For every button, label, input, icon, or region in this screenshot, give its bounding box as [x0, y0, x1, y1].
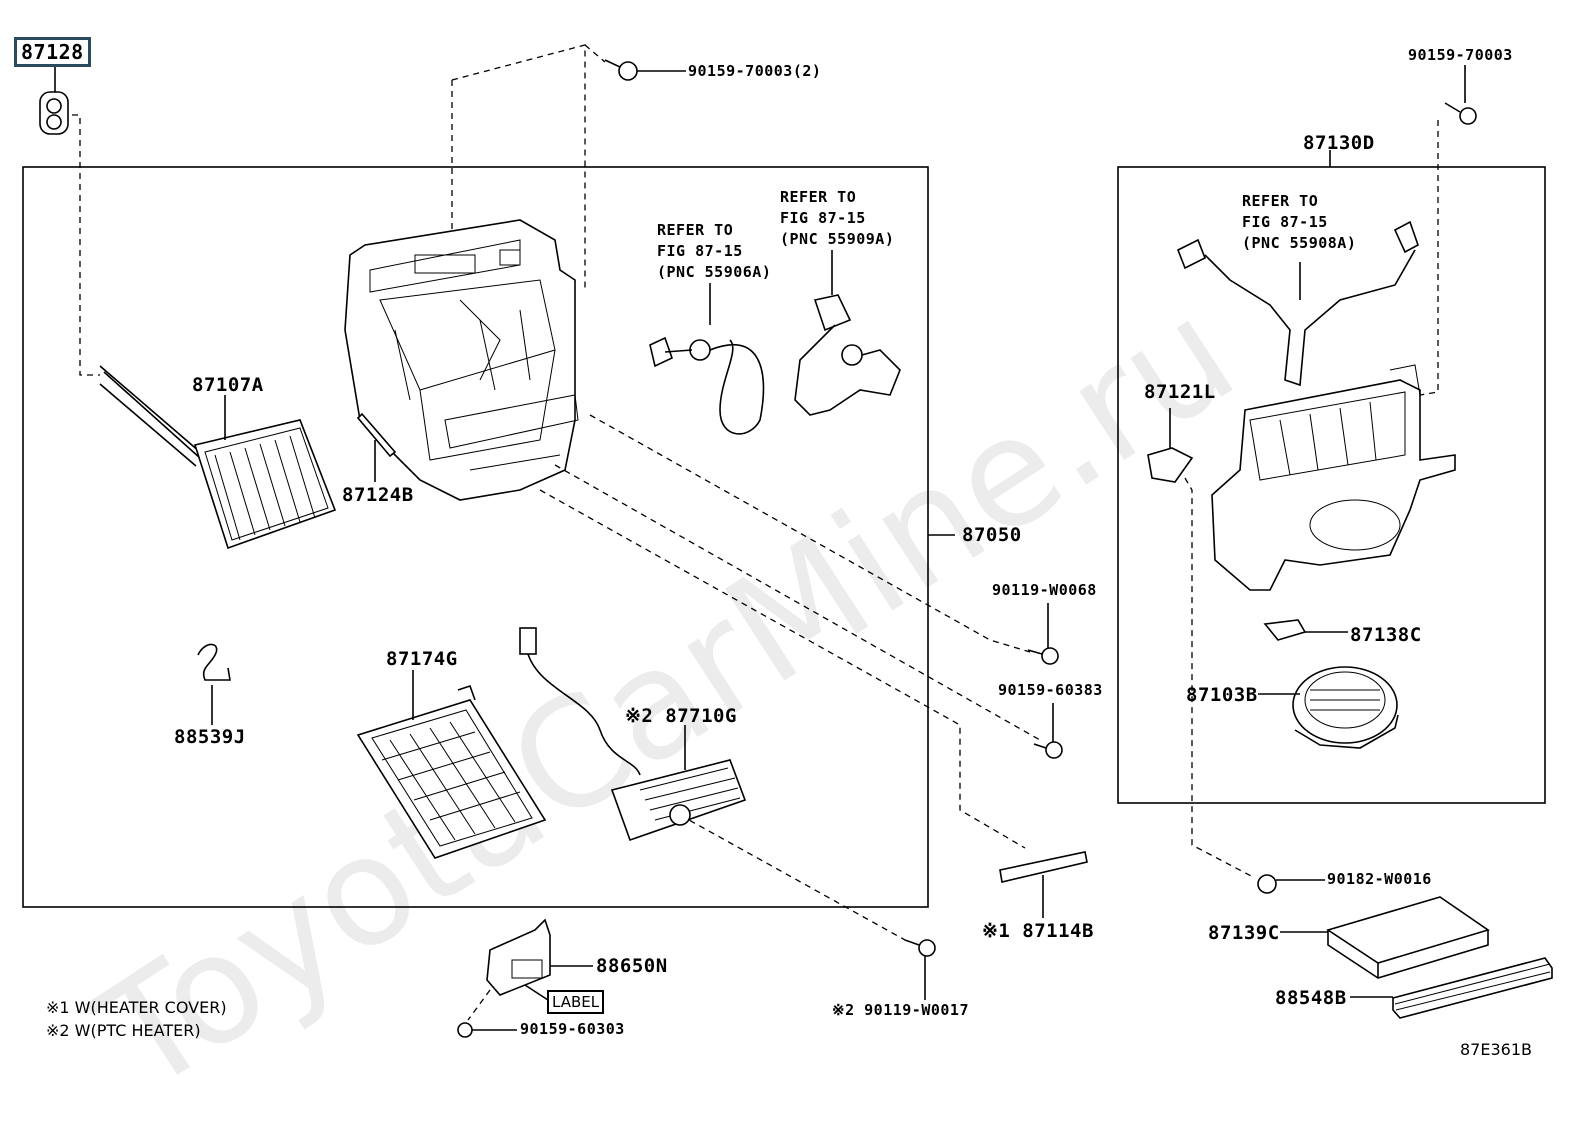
strip-87114B-part: [999, 851, 1088, 918]
screw-90119-W0017-part: [904, 939, 936, 1000]
part-label-87107A[interactable]: 87107A: [192, 374, 264, 396]
ref-note-55906A: REFER TO FIG 87-15 (PNC 55906A): [657, 221, 772, 281]
seal-87124B-part: [356, 412, 397, 482]
part-label-88650N[interactable]: 88650N: [596, 955, 668, 977]
ref-note-55909A: REFER TO FIG 87-15 (PNC 55909A): [780, 188, 895, 248]
screw-90159-70003-2-part: [604, 59, 686, 81]
part-label-87121L[interactable]: 87121L: [1144, 381, 1216, 403]
part-label-88548B[interactable]: 88548B: [1275, 987, 1347, 1009]
label-tag: LABEL: [547, 990, 605, 1014]
footnote-heater-cover: ※1 W(HEATER COVER): [46, 998, 227, 1017]
part-label-87124B[interactable]: 87124B: [342, 484, 414, 506]
seal-87121L-part: [1147, 408, 1256, 879]
part-label-87139C[interactable]: 87139C: [1208, 922, 1280, 944]
blower-motor-87103B-part: [1258, 666, 1399, 749]
heater-core-87107A-part: [99, 365, 337, 550]
right-group-box: [1117, 166, 1546, 804]
part-label-87174G[interactable]: 87174G: [386, 648, 458, 670]
grommet-87128-part: [39, 65, 100, 376]
part-label-90159-60383[interactable]: 90159-60383: [998, 681, 1103, 699]
part-label-87103B[interactable]: 87103B: [1186, 684, 1258, 706]
ptc-heater-87710G-part: [519, 627, 747, 842]
ref-note-55908A: REFER TO FIG 87-15 (PNC 55908A): [1242, 192, 1357, 252]
diagram-code: 87E361B: [1460, 1040, 1532, 1059]
blower-unit-part: [1211, 364, 1456, 591]
part-label-90182-W0016[interactable]: 90182-W0016: [1327, 870, 1432, 888]
part-label-87138C[interactable]: 87138C: [1350, 624, 1422, 646]
filter-87139C-part: [1280, 896, 1490, 979]
hvac-housing-part: [344, 219, 579, 501]
left-group-box: [22, 166, 929, 908]
clip-90182-W0016-part: [1257, 874, 1325, 894]
wiring-55908A-part: [1176, 220, 1419, 387]
screw-90119-W0068-part: [1027, 603, 1059, 665]
part-label-87710G[interactable]: ※2 87710G: [625, 705, 737, 727]
actuator-88650N-part: [457, 918, 593, 1038]
clamp-88539J-part: [197, 643, 231, 725]
part-label-90159-60303[interactable]: 90159-60303: [520, 1020, 625, 1038]
part-label-87130D[interactable]: 87130D: [1303, 132, 1375, 154]
filter-cover-88548B-part: [1350, 957, 1553, 1019]
diagram-drawing: [22, 44, 1553, 1038]
part-label-88539J[interactable]: 88539J: [174, 726, 246, 748]
wiring-55909A-part: [794, 250, 901, 416]
parts-diagram: ToyotaCarMine.ru: [14, 37, 1553, 1126]
evaporator-87174G-part: [356, 670, 547, 859]
screw-90159-60383-part: [1033, 703, 1063, 759]
part-label-90159-70003-2[interactable]: 90159-70003(2): [688, 62, 822, 80]
wiring-55906A-part: [649, 283, 765, 435]
part-label-87050[interactable]: 87050: [962, 524, 1022, 546]
footnote-ptc-heater: ※2 W(PTC HEATER): [46, 1021, 201, 1040]
part-label-87128[interactable]: 87128: [14, 37, 91, 67]
resistor-87138C-part: [1263, 619, 1348, 641]
part-label-90159-70003[interactable]: 90159-70003: [1408, 46, 1513, 64]
part-label-90119-W0068[interactable]: 90119-W0068: [992, 581, 1097, 599]
screw-90159-70003-part: [1419, 65, 1477, 396]
part-label-87114B[interactable]: ※1 87114B: [982, 920, 1094, 942]
part-label-90119-W0017[interactable]: ※2 90119-W0017: [832, 1001, 969, 1019]
